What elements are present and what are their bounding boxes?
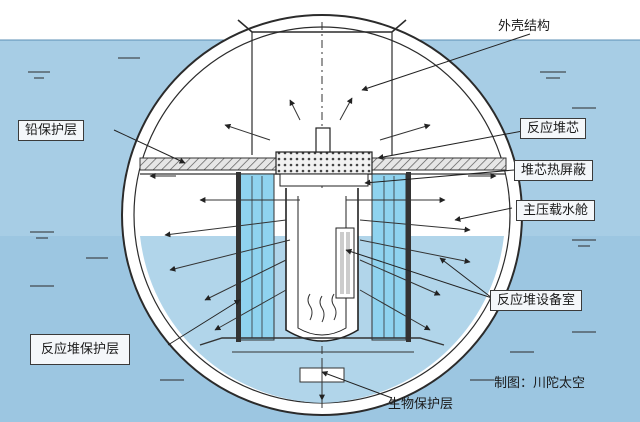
control-rod-head bbox=[315, 127, 331, 153]
label-outer-shell: 外壳结构 bbox=[498, 19, 551, 34]
label-lead-layer: 铅保护层 bbox=[18, 120, 85, 141]
bio-wall-left bbox=[236, 172, 241, 342]
shield-left bbox=[239, 173, 275, 341]
label-main-ballast-tank: 主压载水舱 bbox=[516, 200, 596, 221]
bio-wall-right bbox=[406, 172, 411, 342]
label-bio-shield: 生物保护层 bbox=[388, 397, 454, 412]
shield-right bbox=[371, 173, 407, 341]
leader-lines bbox=[113, 33, 531, 399]
credit-text: 制图：川陀太空 bbox=[494, 376, 586, 391]
lead-layer-left bbox=[139, 157, 281, 171]
label-reactor-shield: 反应堆保护层 bbox=[30, 334, 131, 365]
water-marks bbox=[28, 57, 596, 381]
label-reactor-equipment-room: 反应堆设备室 bbox=[490, 290, 583, 311]
reactor-vessel bbox=[285, 188, 359, 342]
lead-layer-right bbox=[371, 157, 507, 171]
radiation-arrows bbox=[164, 97, 471, 401]
label-reactor-core: 反应堆芯 bbox=[520, 118, 587, 139]
label-core-heat-shield: 堆芯热屏蔽 bbox=[514, 160, 594, 181]
reactor-core-top bbox=[275, 151, 373, 175]
